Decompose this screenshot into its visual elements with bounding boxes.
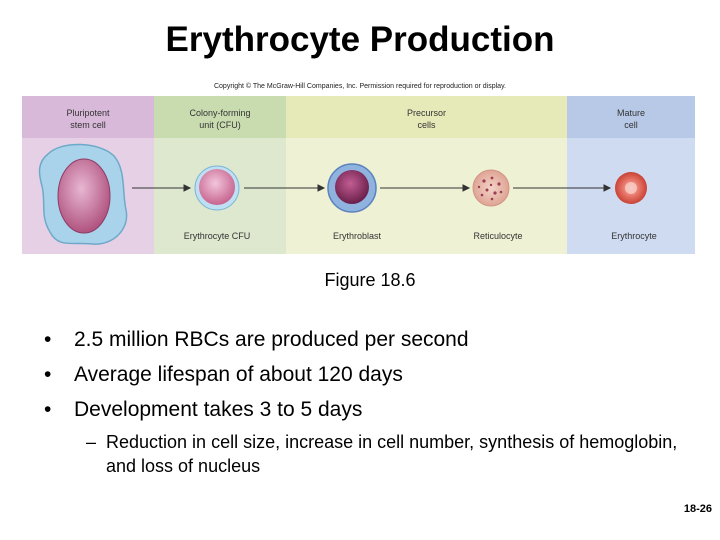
- label-erythrocyte: Erythrocyte: [611, 231, 657, 241]
- slide-title: Erythrocyte Production: [165, 20, 555, 59]
- label-erythrocyte-cfu: Erythrocyte CFU: [183, 231, 251, 241]
- stem-cell-header: [22, 96, 154, 138]
- erythroblast-image: [327, 163, 377, 213]
- label-erythroblast: Erythroblast: [332, 231, 382, 241]
- cfu-cell-image: [194, 165, 240, 211]
- erythrocyte-image: [615, 172, 647, 204]
- arrow-1: [132, 184, 192, 192]
- erythropoiesis-figure: Pluripotent stem cell Colony-forming uni…: [22, 96, 695, 254]
- figure-artwork: [22, 96, 695, 254]
- precursor-header: [286, 96, 567, 138]
- sub-bullet-dash: –: [86, 432, 97, 452]
- copyright-notice: Copyright © The McGraw-Hill Companies, I…: [213, 83, 506, 90]
- cfu-header: [154, 96, 286, 138]
- sub-bullet: – Reduction in cell size, increase in ce…: [86, 430, 686, 478]
- stem-cell-image: [38, 143, 128, 245]
- bullet-item: 2.5 million RBCs are produced per second: [44, 322, 469, 357]
- label-reticulocyte: Reticulocyte: [473, 231, 523, 241]
- arrow-3: [380, 184, 471, 192]
- arrow-2: [244, 184, 326, 192]
- reticulocyte-image: [472, 169, 510, 207]
- stage-header-precursor: Precursor cells: [406, 108, 446, 130]
- arrow-4: [513, 184, 612, 192]
- sub-bullet-text: Reduction in cell size, increase in cell…: [106, 432, 678, 476]
- bullet-item: Average lifespan of about 120 days: [44, 357, 469, 392]
- slide-number: 18-26: [683, 503, 712, 515]
- bullet-list: 2.5 million RBCs are produced per second…: [44, 322, 469, 427]
- stage-header-cfu: Colony-forming unit (CFU): [189, 108, 251, 130]
- stage-header-stem-cell: Pluripotent stem cell: [66, 108, 110, 130]
- bullet-item: Development takes 3 to 5 days: [44, 392, 469, 427]
- figure-caption: Figure 18.6: [324, 270, 416, 290]
- mature-cell-header: [567, 96, 695, 138]
- stage-header-mature: Mature cell: [616, 108, 645, 130]
